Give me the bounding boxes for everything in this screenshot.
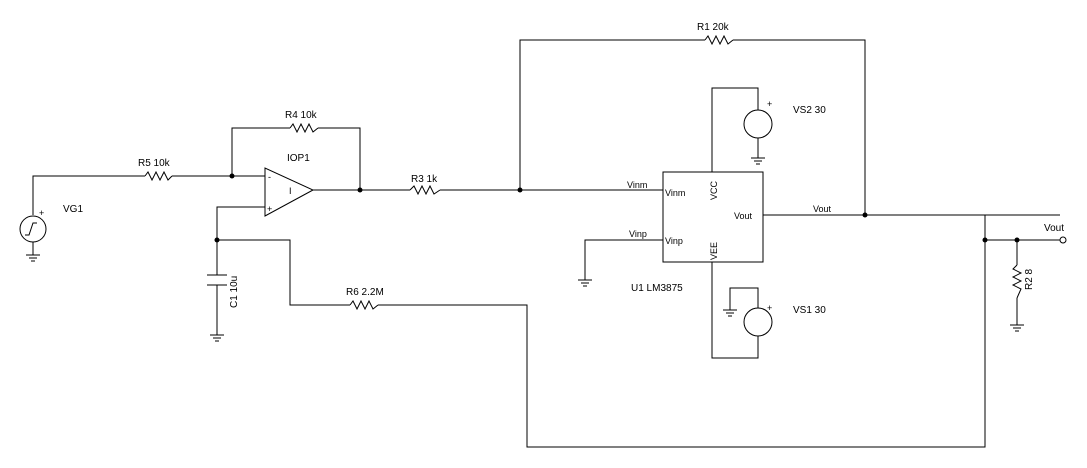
u1-pin-vinm: Vinm	[665, 188, 685, 198]
r2-label: R2 8	[1024, 268, 1035, 290]
net-label-vinm: Vinm	[627, 180, 647, 190]
u1-pin-vout: Vout	[734, 211, 753, 221]
wires	[32, 39, 1060, 448]
r5-label: R5 10k	[138, 158, 171, 169]
vg1-label: VG1	[63, 204, 83, 215]
output-port-vout[interactable]: Vout	[1017, 223, 1067, 244]
output-port-label: Vout	[1044, 223, 1064, 234]
opamp-minus-pin: -	[268, 172, 271, 182]
ground-symbols	[26, 157, 1024, 342]
amplifier-u1[interactable]: Vinm Vinp Vout VCC VEE U1 LM3875	[631, 171, 764, 294]
u1-pin-vee: VEE	[709, 242, 719, 260]
capacitor-c1[interactable]: C1 10u	[207, 274, 240, 308]
resistor-r3[interactable]: R3 1k	[409, 174, 441, 196]
vs1-plus: +	[767, 303, 772, 313]
junction-dots	[214, 173, 1020, 243]
r4-label: R4 10k	[285, 110, 318, 121]
resistor-r1[interactable]: R1 20k	[697, 22, 734, 46]
dc-source-vs1[interactable]: + VS1 30	[743, 303, 826, 337]
vs2-label: VS2 30	[793, 105, 826, 116]
vs2-plus: +	[767, 99, 772, 109]
r6-label: R6 2.2M	[346, 287, 384, 298]
resistor-r6[interactable]: R6 2.2M	[346, 287, 384, 311]
resistor-r4[interactable]: R4 10k	[285, 110, 319, 134]
opamp-plus-pin: +	[267, 204, 272, 214]
resistor-r5[interactable]: R5 10k	[138, 158, 173, 182]
r1-label: R1 20k	[697, 22, 730, 33]
net-label-vout: Vout	[813, 204, 832, 214]
c1-label: C1 10u	[229, 276, 240, 308]
vg1-plus: +	[39, 208, 44, 218]
iop1-label: IOP1	[287, 153, 310, 164]
r3-label: R3 1k	[411, 174, 438, 185]
u1-pin-vinp: Vinp	[665, 236, 683, 246]
dc-source-vs2[interactable]: + VS2 30	[743, 99, 826, 139]
u1-label: U1 LM3875	[631, 283, 683, 294]
resistor-r2[interactable]: R2 8	[1011, 264, 1035, 299]
net-label-vinp: Vinp	[629, 229, 647, 239]
u1-pin-vcc: VCC	[709, 180, 719, 200]
opamp-symbol: I	[289, 186, 292, 196]
vs1-label: VS1 30	[793, 305, 826, 316]
opamp-iop1[interactable]: - + I IOP1	[264, 153, 315, 217]
signal-source-vg1[interactable]: + VG1	[19, 204, 83, 255]
